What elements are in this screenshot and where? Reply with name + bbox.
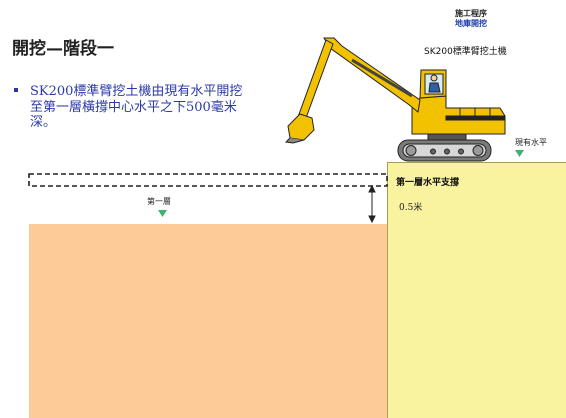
existing-level-marker: [515, 150, 524, 157]
layer1-label: 第一層: [147, 197, 171, 206]
excavated-soil-area: [29, 224, 387, 418]
depth-label: 0.5米: [399, 203, 423, 213]
first-layer-strut: [28, 173, 388, 187]
bullet-text: SK200標準臂挖土機由現有水平開挖至第一層橫撐中心水平之下500毫米深。: [30, 84, 243, 130]
existing-level-label: 現有水平: [515, 138, 547, 147]
layer1-level-marker: [158, 210, 167, 217]
procedure-step: 地庫開挖: [455, 19, 487, 28]
bullet-marker: [14, 88, 18, 92]
strut-label: 第一層水平支撐: [396, 178, 460, 188]
excavator-icon: [284, 37, 506, 162]
slide-title: 開挖—階段一: [12, 39, 114, 59]
natural-ground-area: [387, 162, 566, 418]
procedure-title: 施工程序: [455, 9, 487, 18]
bullet-point: SK200標準臂挖土機由現有水平開挖至第一層橫撐中心水平之下500毫米深。: [14, 84, 254, 131]
machine-label: SK200標準臂挖土機: [424, 47, 507, 57]
depth-dimension-arrow: [368, 184, 376, 224]
